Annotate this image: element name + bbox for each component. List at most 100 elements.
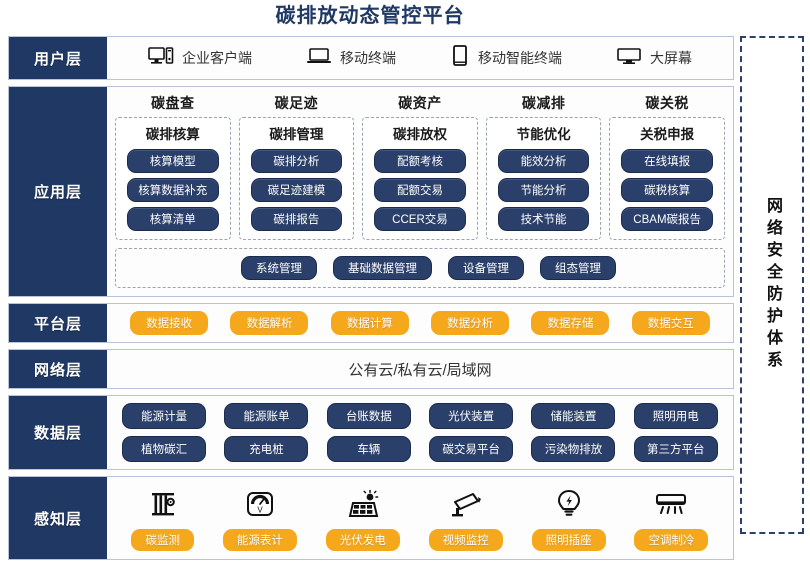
data-pill-carbon-trading-platform[interactable]: 碳交易平台 <box>429 436 514 462</box>
app-pill[interactable]: CCER交易 <box>374 207 466 231</box>
app-column-title: 碳关税 <box>645 95 689 111</box>
app-pill[interactable]: 碳税核算 <box>621 178 714 202</box>
carbon-monitor-icon <box>148 485 178 523</box>
platform-pill-analyze[interactable]: 数据分析 <box>431 311 510 335</box>
layer-user: 用户层 企业客户端 <box>8 36 734 80</box>
data-row: 能源计量 能源账单 台账数据 光伏装置 储能装置 照明用电 <box>117 403 723 429</box>
app-pill[interactable]: 碳排报告 <box>250 207 343 231</box>
app-box-title: 关税申报 <box>640 127 695 142</box>
layer-stack: 用户层 企业客户端 <box>8 36 734 566</box>
app-pill[interactable]: 核算模型 <box>126 149 219 173</box>
cctv-camera-icon <box>449 485 483 523</box>
network-text: 公有云/私有云/局域网 <box>348 361 492 379</box>
data-row: 植物碳汇 充电桩 车辆 碳交易平台 污染物排放 第三方平台 <box>117 436 723 462</box>
perception-label: 视频监控 <box>428 529 503 551</box>
app-pill[interactable]: 碳排分析 <box>250 149 343 173</box>
app-column-carbon-asset: 碳资产 碳排放权 配额考核 配额交易 CCER交易 <box>362 93 478 240</box>
user-item-label: 大屏幕 <box>650 50 692 66</box>
security-band-label: 网络安全防护体系 <box>764 197 781 373</box>
app-pill[interactable]: 配额考核 <box>374 149 466 173</box>
data-pill-pv-device[interactable]: 光伏装置 <box>429 403 514 429</box>
app-pill[interactable]: 配额交易 <box>374 178 466 202</box>
layer-perception: 感知层 碳监测 <box>8 476 734 560</box>
mgmt-pill-system[interactable]: 系统管理 <box>241 256 317 280</box>
platform-pill-compute[interactable]: 数据计算 <box>330 311 409 335</box>
app-pill[interactable]: 技术节能 <box>497 207 590 231</box>
layer-application: 应用层 碳盘查 碳排核算 核算模型 核算数据补充 核算清单 碳足迹 <box>8 86 734 297</box>
layer-data: 数据层 能源计量 能源账单 台账数据 光伏装置 储能装置 照明用电 植物碳汇 充… <box>8 395 734 470</box>
layer-body-platform: 数据接收 数据解析 数据计算 数据分析 数据存储 数据交互 <box>107 304 733 342</box>
user-item-label: 移动智能终端 <box>478 50 562 66</box>
perception-label: 空调制冷 <box>634 529 709 551</box>
app-column-carbon-reduction: 碳减排 节能优化 能效分析 节能分析 技术节能 <box>485 93 602 240</box>
perception-item-video-surveillance[interactable]: 视频监控 <box>428 485 503 551</box>
app-box-title: 碳排管理 <box>269 127 324 142</box>
data-pill-lighting-power[interactable]: 照明用电 <box>633 403 718 429</box>
air-conditioner-icon <box>654 485 688 523</box>
data-pill-pollutant-emission[interactable]: 污染物排放 <box>531 436 616 462</box>
svg-text:V: V <box>257 506 263 515</box>
data-pill-ledger-data[interactable]: 台账数据 <box>326 403 411 429</box>
user-item-smart-terminal[interactable]: 移动智能终端 <box>450 44 562 72</box>
application-management-box: 系统管理 基础数据管理 设备管理 组态管理 <box>115 248 725 288</box>
app-pill[interactable]: CBAM碳报告 <box>621 207 714 231</box>
layer-network: 网络层 公有云/私有云/局域网 <box>8 349 734 389</box>
app-column-title: 碳盘查 <box>151 95 195 111</box>
app-pill[interactable]: 能效分析 <box>497 149 590 173</box>
monitor-screen-icon <box>616 46 642 71</box>
energy-meter-icon: V <box>245 485 275 523</box>
user-item-label: 移动终端 <box>340 50 396 66</box>
lightbulb-icon <box>556 485 582 523</box>
data-pill-energy-metering[interactable]: 能源计量 <box>122 403 207 429</box>
data-pill-plant-carbon-sink[interactable]: 植物碳汇 <box>122 436 207 462</box>
data-pill-third-party-platform[interactable]: 第三方平台 <box>633 436 718 462</box>
data-pill-energy-bill[interactable]: 能源账单 <box>224 403 309 429</box>
security-band: 网络安全防护体系 <box>740 36 804 534</box>
layer-label-data: 数据层 <box>9 396 107 469</box>
data-pill-charging-pile[interactable]: 充电桩 <box>224 436 309 462</box>
layer-body-network: 公有云/私有云/局域网 <box>107 350 733 388</box>
mgmt-pill-basic-data[interactable]: 基础数据管理 <box>333 256 432 280</box>
solar-panel-icon <box>347 485 379 523</box>
perception-item-air-conditioning[interactable]: 空调制冷 <box>634 485 709 551</box>
architecture-diagram: 碳排放动态管控平台 用户层 <box>8 5 804 560</box>
layer-body-perception: 碳监测 V 能源表计 <box>107 477 733 559</box>
app-column-title: 碳减排 <box>521 95 566 111</box>
perception-label: 能源表计 <box>222 529 297 551</box>
app-box-title: 碳排放权 <box>392 127 447 142</box>
app-column-title: 碳资产 <box>398 95 442 111</box>
perception-item-carbon-monitor[interactable]: 碳监测 <box>131 485 194 551</box>
perception-item-lighting-socket[interactable]: 照明插座 <box>531 485 606 551</box>
user-item-enterprise-client[interactable]: 企业客户端 <box>148 46 252 71</box>
mgmt-pill-configuration[interactable]: 组态管理 <box>540 256 616 280</box>
platform-pill-storage[interactable]: 数据存储 <box>531 311 610 335</box>
perception-label: 光伏发电 <box>325 529 400 551</box>
platform-pill-receive[interactable]: 数据接收 <box>130 311 209 335</box>
user-item-big-screen[interactable]: 大屏幕 <box>616 46 692 71</box>
perception-item-pv-generation[interactable]: 光伏发电 <box>325 485 400 551</box>
platform-pill-exchange[interactable]: 数据交互 <box>631 311 710 335</box>
data-pill-storage-device[interactable]: 储能装置 <box>531 403 616 429</box>
desktop-computer-icon <box>148 46 174 71</box>
platform-pill-parse[interactable]: 数据解析 <box>230 311 309 335</box>
laptop-icon <box>306 46 332 71</box>
data-pill-vehicle[interactable]: 车辆 <box>326 436 411 462</box>
app-pill[interactable]: 在线填报 <box>621 149 714 173</box>
app-box-title: 碳排核算 <box>145 127 200 142</box>
mgmt-pill-device[interactable]: 设备管理 <box>448 256 524 280</box>
layer-body-data: 能源计量 能源账单 台账数据 光伏装置 储能装置 照明用电 植物碳汇 充电桩 车… <box>107 396 733 469</box>
user-item-mobile-terminal[interactable]: 移动终端 <box>306 46 396 71</box>
layer-platform: 平台层 数据接收 数据解析 数据计算 数据分析 数据存储 数据交互 <box>8 303 734 343</box>
layer-label-user: 用户层 <box>9 37 107 79</box>
app-pill[interactable]: 节能分析 <box>497 178 590 202</box>
app-column-carbon-tariff: 碳关税 关税申报 在线填报 碳税核算 CBAM碳报告 <box>609 93 725 240</box>
app-pill[interactable]: 碳足迹建模 <box>250 178 343 202</box>
application-columns: 碳盘查 碳排核算 核算模型 核算数据补充 核算清单 碳足迹 碳排管理 碳排分析 <box>115 93 725 240</box>
layer-label-platform: 平台层 <box>9 304 107 342</box>
layer-label-application: 应用层 <box>9 87 107 296</box>
layer-label-network: 网络层 <box>9 350 107 388</box>
perception-item-energy-meter[interactable]: V 能源表计 <box>222 485 297 551</box>
app-pill[interactable]: 核算清单 <box>126 207 219 231</box>
app-column-box: 节能优化 能效分析 节能分析 技术节能 <box>485 117 602 240</box>
app-pill[interactable]: 核算数据补充 <box>126 178 219 202</box>
